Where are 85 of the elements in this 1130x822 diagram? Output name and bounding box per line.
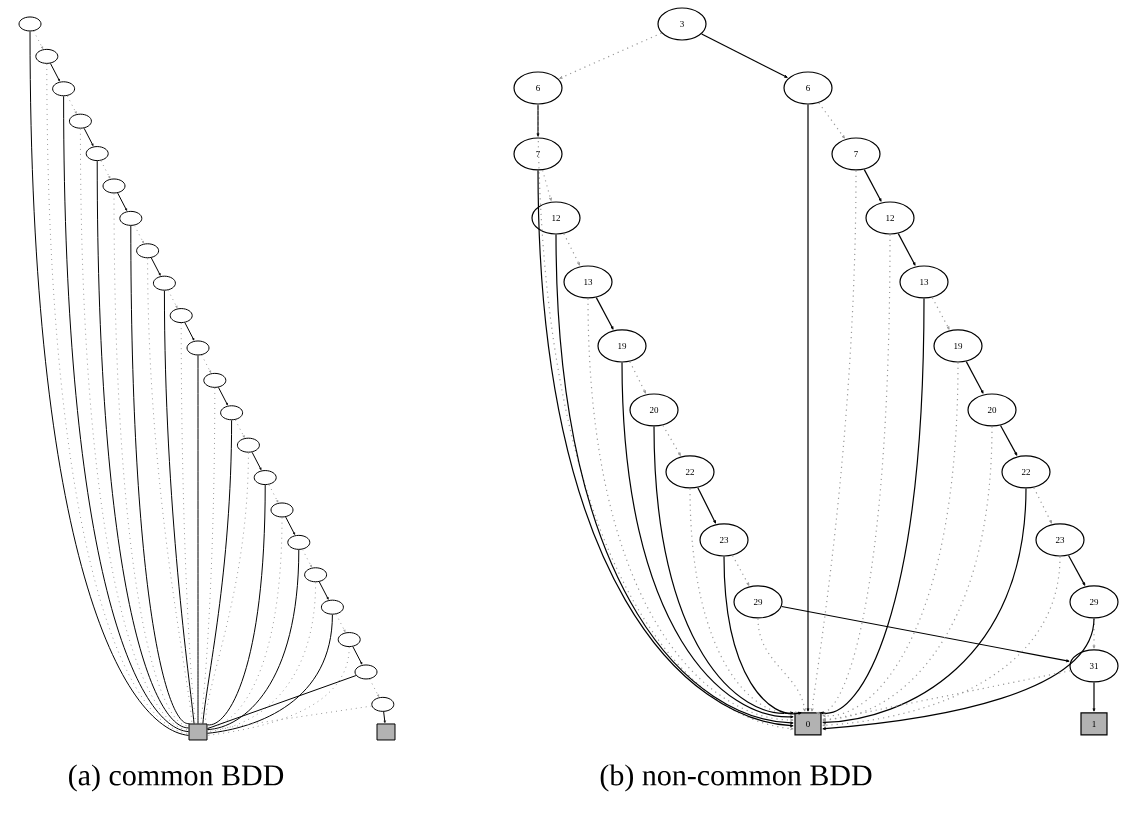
edge-arrow <box>723 555 802 715</box>
bdd-node <box>186 340 210 356</box>
bdd-node <box>68 113 92 129</box>
edge-arrow <box>100 160 111 179</box>
edge-arrow <box>689 487 799 715</box>
edge-arrow <box>542 169 552 201</box>
bdd-node <box>354 664 378 680</box>
edge-arrow <box>822 555 1061 727</box>
edge-arrow <box>863 169 882 202</box>
edge-arrow <box>218 387 228 406</box>
edge-arrow <box>697 487 717 524</box>
edge-arrow <box>810 170 857 712</box>
edge-arrow <box>818 102 845 139</box>
bdd-node <box>203 372 227 388</box>
edge-arrow <box>150 257 161 276</box>
bdd-node <box>85 146 109 162</box>
edge-arrow <box>318 581 329 600</box>
bdd-node <box>136 243 160 259</box>
terminal-box <box>188 723 208 741</box>
edge-arrow <box>822 670 1072 722</box>
bdd-node <box>337 632 361 648</box>
edge-arrow <box>999 424 1018 456</box>
edge-arrow <box>587 297 794 722</box>
bdd-node <box>102 178 126 194</box>
edge-arrow <box>897 233 916 266</box>
edge-arrow <box>595 297 614 330</box>
edge-arrow <box>33 30 44 49</box>
edge-arrow <box>662 424 681 456</box>
edge-arrow <box>234 419 245 438</box>
edge-arrow <box>1067 554 1086 586</box>
edge-arrow <box>1092 681 1096 712</box>
caption: (b) non-common BDD <box>600 764 872 792</box>
edge-arrow <box>251 451 262 471</box>
edge-arrow <box>731 554 750 586</box>
edge-arrow <box>621 361 794 719</box>
edge-arrow <box>563 233 581 266</box>
edge-arrow <box>822 425 993 721</box>
edge-arrow <box>822 487 1027 724</box>
edge-arrow <box>781 605 1070 663</box>
terminal-box <box>376 723 396 741</box>
edge-arrow <box>352 646 363 665</box>
edge-arrow <box>536 104 540 137</box>
bdd-node <box>371 696 395 712</box>
edge-arrow <box>822 617 1095 731</box>
edge-arrow <box>822 361 959 718</box>
bdd-node <box>169 308 193 324</box>
bdd-node <box>152 275 176 291</box>
edge-arrow <box>555 233 794 725</box>
edge-arrow <box>369 678 380 697</box>
edge-arrow <box>268 484 279 503</box>
bdd-node <box>270 502 294 518</box>
bdd-node <box>119 210 143 226</box>
edge-arrow <box>816 233 891 715</box>
edge-arrow <box>184 322 195 341</box>
edge-arrow <box>134 225 144 244</box>
edge-arrow <box>117 192 128 211</box>
edge-arrow <box>701 33 788 78</box>
bdd-node <box>253 470 277 486</box>
edge-arrow <box>1033 487 1053 524</box>
edge-arrow <box>83 127 94 147</box>
edge-arrow <box>302 549 312 568</box>
bdd-node <box>35 48 59 64</box>
bdd-node <box>287 534 311 550</box>
edge-arrow <box>201 354 212 373</box>
caption: (a) common BDD <box>69 764 284 792</box>
edge-arrow <box>806 104 810 712</box>
edge-arrow <box>757 617 806 712</box>
edge-arrow <box>653 425 794 715</box>
edge-arrow <box>629 361 647 394</box>
edge-arrow <box>965 361 984 394</box>
edge-arrow <box>559 32 663 79</box>
edge-arrow <box>50 63 60 82</box>
edge-arrow <box>820 297 925 715</box>
bdd-node <box>236 437 260 453</box>
edge-arrow <box>66 95 77 114</box>
edge-arrow <box>335 613 346 633</box>
bdd-node <box>320 599 344 615</box>
edge-arrow <box>167 289 178 309</box>
edge-arrow <box>931 297 950 330</box>
bdd-node <box>220 405 244 421</box>
bdd-node <box>304 567 328 583</box>
edge-arrow <box>285 516 296 535</box>
bdd-node <box>52 81 76 97</box>
edge-arrow <box>383 711 386 723</box>
bdd-node <box>18 16 42 32</box>
